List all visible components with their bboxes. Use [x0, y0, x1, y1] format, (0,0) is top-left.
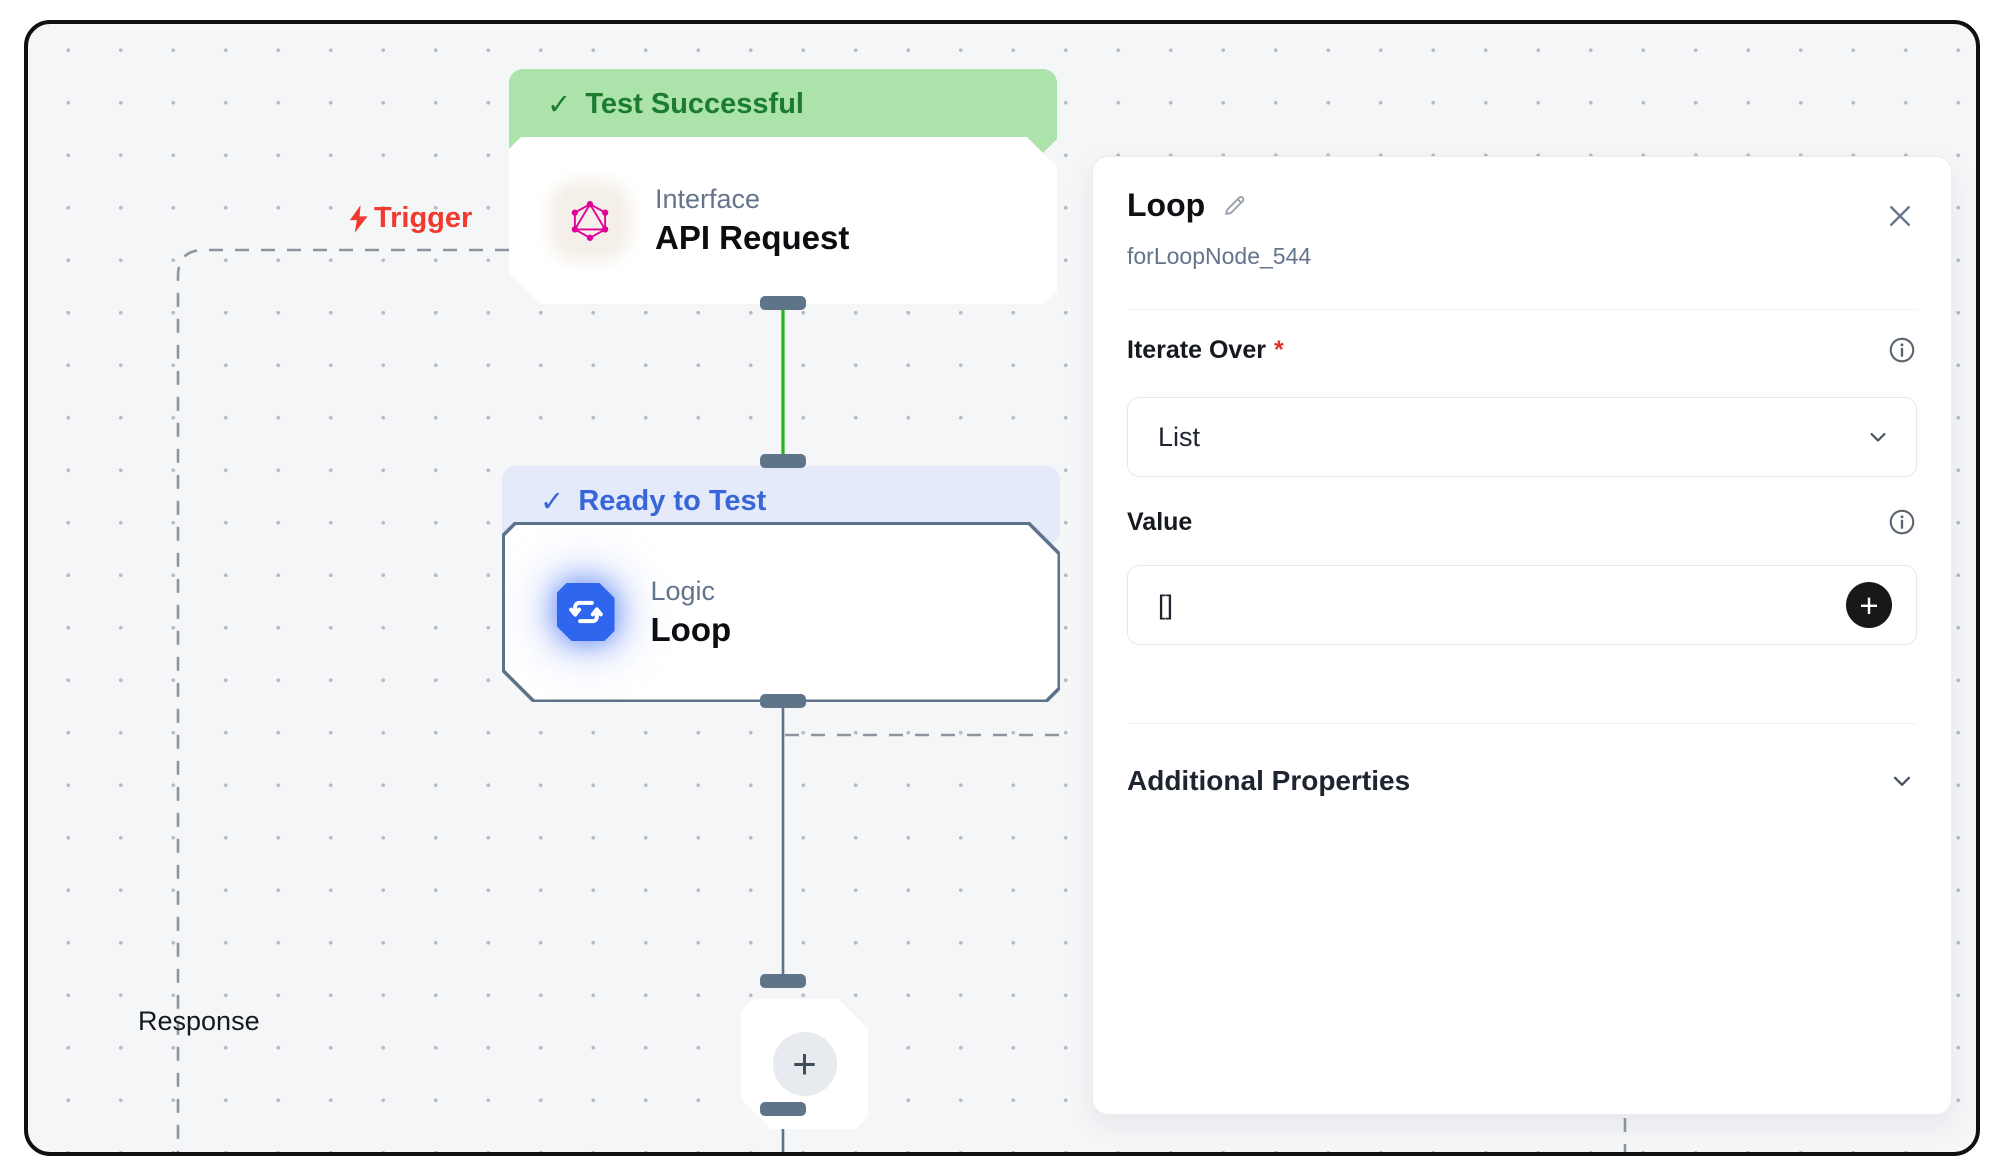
loop-node-status-text: Ready to Test [578, 485, 767, 517]
add-step-source-handle[interactable] [760, 1102, 806, 1116]
trigger-label: Trigger [346, 202, 472, 235]
iterate-over-label: Iterate Over [1127, 335, 1266, 364]
additional-properties-label: Additional Properties [1127, 765, 1411, 796]
loop-node-icon-tile [557, 583, 615, 641]
plus-icon[interactable]: + [773, 1032, 837, 1096]
loop-node-category: Logic [650, 575, 716, 606]
panel-divider [1127, 723, 1917, 724]
api-node-title: API Request [655, 219, 850, 256]
close-icon[interactable] [1885, 201, 1915, 231]
api-node-status-text: Test Successful [585, 88, 804, 120]
check-icon: ✓ [547, 89, 572, 121]
iterate-over-value: List [1158, 421, 1201, 452]
chevron-down-icon [1870, 432, 1886, 442]
required-marker: * [1273, 335, 1284, 364]
api-node-category: Interface [655, 184, 761, 214]
api-node-source-handle[interactable] [760, 296, 806, 310]
loop-icon [566, 592, 606, 632]
value-input-text: [] [1158, 589, 1174, 620]
info-icon[interactable] [1887, 507, 1917, 537]
api-request-node[interactable]: Interface API Request [509, 137, 1057, 304]
add-step-target-handle[interactable] [760, 974, 806, 988]
loop-node-title: Loop [650, 610, 732, 648]
check-icon: ✓ [540, 486, 565, 518]
panel-title: Loop [1127, 187, 1206, 223]
additional-properties-toggle[interactable]: Additional Properties [1127, 765, 1917, 797]
loop-node[interactable]: Logic Loop [502, 522, 1060, 702]
lightning-icon [349, 204, 368, 233]
loop-node-target-handle[interactable] [760, 454, 806, 468]
plus-icon: + [1859, 586, 1879, 624]
trigger-label-text: Trigger [374, 202, 473, 234]
node-properties-panel: Loop forLoopNode_544 Iterate Over * [1092, 156, 1952, 1115]
chevron-down-icon [1893, 776, 1911, 786]
graphql-icon [569, 200, 611, 242]
response-label: Response [138, 1006, 260, 1036]
panel-divider [1127, 309, 1917, 310]
panel-node-id: forLoopNode_544 [1127, 243, 1312, 269]
value-input[interactable]: [] + [1127, 565, 1917, 645]
iterate-over-select[interactable]: List [1127, 397, 1917, 477]
edit-title-icon[interactable] [1221, 192, 1248, 219]
add-value-button[interactable]: + [1846, 582, 1892, 628]
api-node-icon-tile [561, 192, 619, 250]
value-label: Value [1127, 507, 1193, 536]
info-icon[interactable] [1887, 335, 1917, 365]
canvas-frame: Trigger Response ✓ Test Successful [24, 20, 1980, 1156]
loop-node-source-handle[interactable] [760, 694, 806, 708]
